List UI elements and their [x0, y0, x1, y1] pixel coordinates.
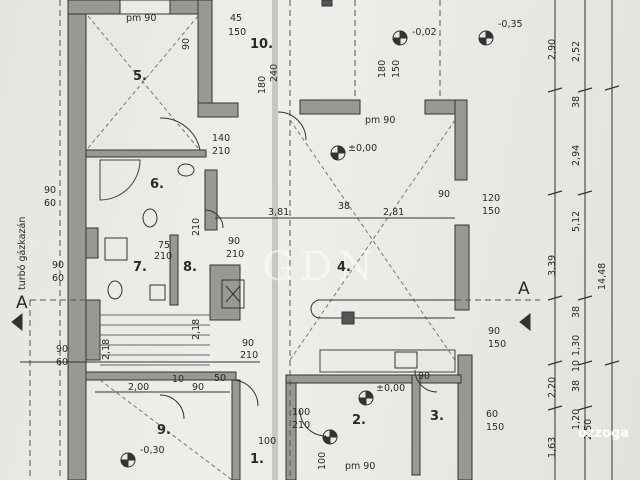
- level-label: -0,35: [498, 19, 523, 30]
- section-marker-right: A: [518, 279, 530, 299]
- dimension-label: 1,30: [571, 334, 582, 356]
- gas-boiler-note: turbó gázkazán: [17, 216, 28, 290]
- dimension-label: 60: [44, 198, 57, 209]
- dimension-label: 3,39: [547, 254, 558, 276]
- dimension-label: 90: [228, 236, 241, 247]
- dimension-label: 2,00: [128, 382, 150, 393]
- room-label-1: 1.: [250, 452, 264, 467]
- dimension-label: 100: [292, 407, 311, 418]
- dimension-label: 5,12: [571, 210, 582, 232]
- dimension-label: 210: [226, 249, 245, 260]
- dimension-label: 2,94: [571, 144, 582, 166]
- dimension-label: 38: [338, 201, 351, 212]
- dimension-label: 210: [191, 217, 202, 236]
- dimension-label: 2,18: [191, 318, 202, 340]
- dimension-label: 100: [317, 451, 328, 470]
- dimension-label: 2,52: [571, 40, 582, 62]
- dimension-label: 150: [391, 59, 402, 78]
- brand-logo: ozzoga: [578, 426, 630, 441]
- dimension-label: 75: [158, 240, 171, 251]
- dimension-label: 60: [486, 409, 499, 420]
- room-label-2: 2.: [352, 413, 366, 428]
- dimension-label: 90: [56, 344, 69, 355]
- room-label-5: 5.: [133, 69, 147, 84]
- level-label: -0,02: [412, 27, 437, 38]
- watermark-text: GDN: [262, 244, 380, 290]
- dimension-label: 150: [486, 422, 505, 433]
- dimension-label: 38: [571, 379, 582, 392]
- room-label-9: 9.: [157, 423, 171, 438]
- dimension-label: 10: [571, 359, 582, 372]
- dimension-label: 10: [172, 374, 185, 385]
- level-label: ±0,00: [376, 383, 406, 394]
- pm-label: pm 90: [365, 115, 396, 126]
- section-marker-left: A: [16, 293, 28, 313]
- dimension-label: 90: [418, 371, 431, 382]
- dimension-label: 45: [230, 13, 243, 24]
- dimension-label: 150: [228, 27, 247, 38]
- dimension-label: 150: [482, 206, 501, 217]
- dimension-label: 210: [292, 420, 311, 431]
- level-label: -0,30: [140, 445, 165, 456]
- dimension-label: 60: [52, 273, 65, 284]
- dimension-label: 90: [438, 189, 451, 200]
- dimension-label: 240: [269, 63, 280, 82]
- dimension-label: 210: [212, 146, 231, 157]
- level-label: ±0,00: [348, 143, 378, 154]
- dimension-label: 210: [240, 350, 259, 361]
- pm-label: pm 90: [126, 13, 157, 24]
- room-label-10: 10.: [250, 37, 274, 52]
- dimension-label: 2,81: [383, 207, 405, 218]
- dimension-label: 90: [242, 338, 255, 349]
- room-label-8: 8.: [183, 260, 197, 275]
- pm-label: pm 90: [345, 461, 376, 472]
- dimension-label: 14,48: [597, 262, 608, 290]
- dimension-label: 2,18: [101, 338, 112, 360]
- dimension-label: 2,90: [547, 38, 558, 60]
- dimension-label: 60: [56, 357, 69, 368]
- dimension-label: 90: [44, 185, 57, 196]
- dimension-label: 90: [192, 382, 205, 393]
- dimension-label: 90: [52, 260, 65, 271]
- dimension-label: 120: [482, 193, 501, 204]
- dimension-label: 1,63: [547, 436, 558, 458]
- dimension-label: 38: [571, 95, 582, 108]
- room-label-7: 7.: [133, 260, 147, 275]
- room-label-4: 4.: [337, 260, 351, 275]
- dimension-label: 150: [488, 339, 507, 350]
- dimension-label: 3,81: [268, 207, 290, 218]
- room-label-3: 3.: [430, 409, 444, 424]
- dimension-label: 180: [377, 59, 388, 78]
- dimension-label: 90: [181, 37, 192, 50]
- dimension-label: 100: [258, 436, 277, 447]
- dimension-label: 38: [571, 305, 582, 318]
- dimension-label: 90: [488, 326, 501, 337]
- dimension-label: 2,20: [547, 376, 558, 398]
- dimension-label: 180: [257, 75, 268, 94]
- dimension-label: 210: [154, 251, 173, 262]
- dimension-label: 50: [214, 373, 227, 384]
- room-label-6: 6.: [150, 177, 164, 192]
- dimension-label: 140: [212, 133, 231, 144]
